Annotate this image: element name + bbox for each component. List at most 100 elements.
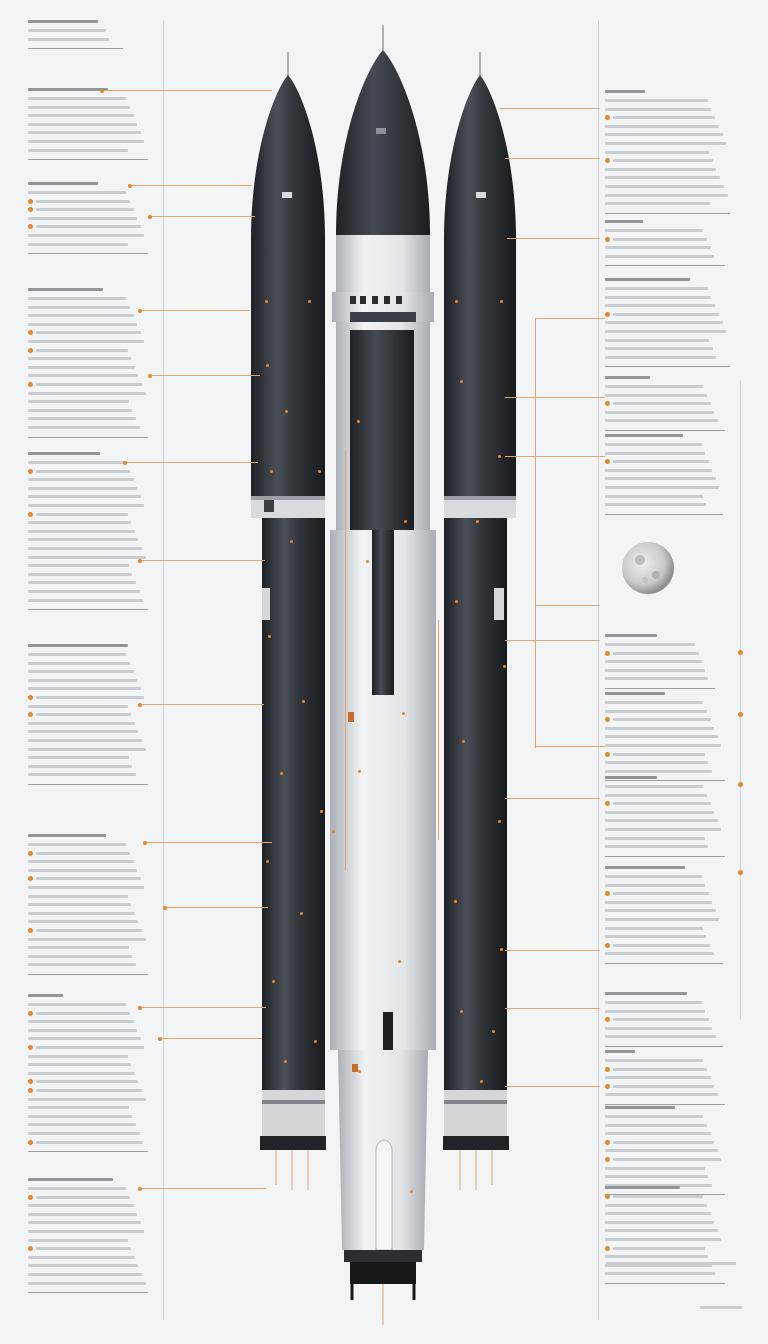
text-line — [28, 305, 130, 309]
rocket-light — [366, 560, 369, 563]
footer-mark — [700, 1306, 742, 1309]
text-line — [605, 1076, 711, 1080]
text-line — [28, 1028, 137, 1032]
text-line — [28, 747, 146, 751]
bullet-dot — [28, 695, 33, 700]
text-line — [605, 1123, 707, 1127]
text-line — [28, 1273, 142, 1276]
text-line — [28, 1221, 141, 1225]
text-line — [613, 1195, 703, 1198]
rocket-light — [320, 810, 323, 813]
text-line — [28, 1187, 126, 1190]
text-line — [605, 142, 726, 145]
block-underline — [28, 974, 148, 975]
text-line — [605, 167, 716, 171]
bullet-dot — [28, 382, 33, 387]
bullet-dot — [605, 1194, 610, 1199]
rocket-light — [302, 700, 305, 703]
text-line — [28, 1003, 126, 1006]
text-line — [613, 116, 715, 120]
core-stage — [330, 25, 436, 1325]
text-line — [605, 254, 714, 258]
rocket-light — [314, 1040, 317, 1043]
text-line — [605, 477, 716, 481]
left-column-rule — [163, 20, 164, 1320]
text-line — [613, 943, 710, 947]
text-line — [605, 133, 723, 137]
text-line — [28, 1063, 131, 1067]
rocket-light — [308, 300, 311, 303]
block-heading-bar — [28, 994, 63, 997]
block-heading-bar — [605, 376, 650, 379]
text-line — [605, 793, 707, 797]
text-line — [28, 661, 130, 665]
rocket-light — [480, 1080, 483, 1083]
text-line — [28, 687, 141, 691]
text-line — [28, 426, 140, 429]
text-line — [36, 1247, 131, 1251]
text-line — [36, 713, 131, 717]
text-line — [28, 894, 128, 898]
rocket-light — [410, 1190, 413, 1193]
text-line — [605, 1238, 721, 1241]
rocket-light — [455, 300, 458, 303]
leader-line — [505, 798, 600, 799]
text-line — [605, 701, 703, 704]
edge-marker — [738, 712, 743, 717]
text-line — [28, 461, 126, 464]
rocket-light — [498, 820, 501, 823]
text-line — [605, 709, 707, 713]
leader-line — [130, 185, 252, 186]
leader-line — [125, 462, 258, 463]
text-line — [36, 348, 128, 352]
block-underline — [605, 366, 730, 368]
text-line — [613, 237, 707, 241]
text-line — [605, 451, 705, 455]
text-line — [605, 1175, 708, 1179]
text-line — [28, 756, 129, 760]
text-line — [28, 29, 106, 32]
text-line — [605, 176, 720, 180]
block-heading-bar — [605, 434, 683, 437]
bullet-dot — [28, 224, 33, 230]
rocket-light — [498, 455, 501, 458]
text-line — [605, 744, 721, 747]
bullet-dot — [605, 1017, 610, 1023]
text-line — [36, 383, 142, 386]
text-line — [605, 338, 709, 342]
bullet-dot — [605, 236, 610, 242]
block-heading-bar — [605, 90, 645, 93]
text-line — [28, 131, 141, 135]
text-line — [605, 845, 708, 849]
block-heading-bar — [605, 866, 685, 869]
leader-dot — [138, 308, 142, 313]
text-line — [613, 402, 711, 406]
bullet-dot — [605, 751, 610, 757]
block-underline — [605, 855, 725, 857]
text-line — [605, 443, 702, 446]
text-line — [28, 1238, 128, 1242]
text-line — [605, 419, 718, 423]
text-line — [28, 357, 131, 361]
block-heading-bar — [605, 692, 665, 695]
text-line — [605, 828, 721, 831]
block-underline — [28, 253, 148, 255]
text-line — [605, 726, 714, 730]
text-line — [605, 900, 712, 904]
text-line — [613, 1018, 709, 1022]
block-heading-bar — [605, 1106, 675, 1109]
text-line — [28, 764, 132, 768]
block-underline — [605, 513, 723, 515]
text-line — [613, 718, 711, 722]
leader-line — [505, 950, 600, 951]
text-line — [605, 468, 712, 472]
leader-line — [535, 318, 605, 319]
block-heading-bar — [605, 776, 657, 779]
leader-dot — [100, 88, 104, 93]
right-column-rule — [598, 20, 599, 1320]
text-line — [28, 1123, 136, 1127]
text-line — [28, 140, 144, 143]
text-line — [613, 460, 709, 464]
leader-line — [535, 605, 600, 606]
text-line — [605, 393, 707, 397]
